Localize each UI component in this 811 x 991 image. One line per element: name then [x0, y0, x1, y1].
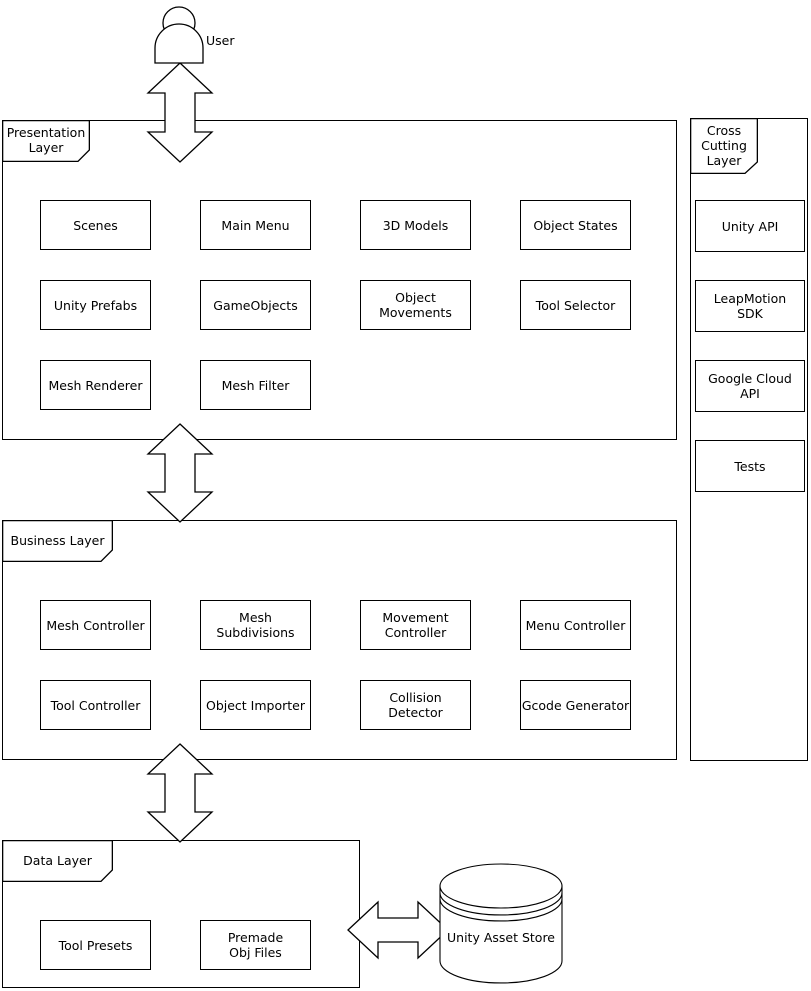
- component-collision-detector[interactable]: Collision Detector: [360, 680, 471, 730]
- data-layer-tab-label: Data Layer: [23, 852, 92, 868]
- component-unity-prefabs[interactable]: Unity Prefabs: [40, 280, 151, 330]
- component-leapmotion-sdk[interactable]: LeapMotion SDK: [695, 280, 805, 332]
- db-top-ellipse-3: [439, 898, 563, 922]
- tab-fold-shape: [2, 120, 90, 162]
- cross-cutting-layer-tab-label: Cross Cutting Layer: [701, 122, 747, 168]
- component-scenes[interactable]: Scenes: [40, 200, 151, 250]
- component-mesh-filter[interactable]: Mesh Filter: [200, 360, 311, 410]
- component-mesh-renderer[interactable]: Mesh Renderer: [40, 360, 151, 410]
- component-main-menu[interactable]: Main Menu: [200, 200, 311, 250]
- data-layer-tab: Data Layer: [2, 840, 113, 882]
- tab-fold-shape: [2, 520, 113, 562]
- asset-store-label: Unity Asset Store: [447, 930, 555, 945]
- actor-label: User: [206, 33, 235, 48]
- component-gameobjects[interactable]: GameObjects: [200, 280, 311, 330]
- db-top-ellipse-2: [439, 892, 563, 916]
- component-menu-controller[interactable]: Menu Controller: [520, 600, 631, 650]
- component-object-importer[interactable]: Object Importer: [200, 680, 311, 730]
- presentation-layer-tab: Presentation Layer: [2, 120, 90, 162]
- arrow-data-to-asset-store: [347, 900, 449, 960]
- component-unity-api[interactable]: Unity API: [695, 200, 805, 252]
- db-top-ellipse-1: [439, 863, 563, 909]
- actor-head-icon: [162, 6, 196, 40]
- component-object-states[interactable]: Object States: [520, 200, 631, 250]
- component-gcode-generator[interactable]: Gcode Generator: [520, 680, 631, 730]
- business-layer-tab-label: Business Layer: [10, 532, 105, 548]
- component-object-movements[interactable]: Object Movements: [360, 280, 471, 330]
- component-tool-controller[interactable]: Tool Controller: [40, 680, 151, 730]
- component-tool-selector[interactable]: Tool Selector: [520, 280, 631, 330]
- component-premade-obj-files[interactable]: Premade Obj Files: [200, 920, 311, 970]
- tab-fold-shape: [2, 840, 113, 882]
- presentation-layer-tab-label: Presentation Layer: [6, 125, 86, 155]
- component-movement-controller[interactable]: Movement Controller: [360, 600, 471, 650]
- component-mesh-controller[interactable]: Mesh Controller: [40, 600, 151, 650]
- component-3d-models[interactable]: 3D Models: [360, 200, 471, 250]
- business-layer-tab: Business Layer: [2, 520, 113, 562]
- component-google-cloud-api[interactable]: Google Cloud API: [695, 360, 805, 412]
- component-mesh-subdivisions[interactable]: Mesh Subdivisions: [200, 600, 311, 650]
- tab-fold-shape: [690, 118, 758, 174]
- component-tool-presets[interactable]: Tool Presets: [40, 920, 151, 970]
- component-tests[interactable]: Tests: [695, 440, 805, 492]
- cross-cutting-layer-tab: Cross Cutting Layer: [690, 118, 758, 174]
- actor-body-icon: [154, 23, 204, 64]
